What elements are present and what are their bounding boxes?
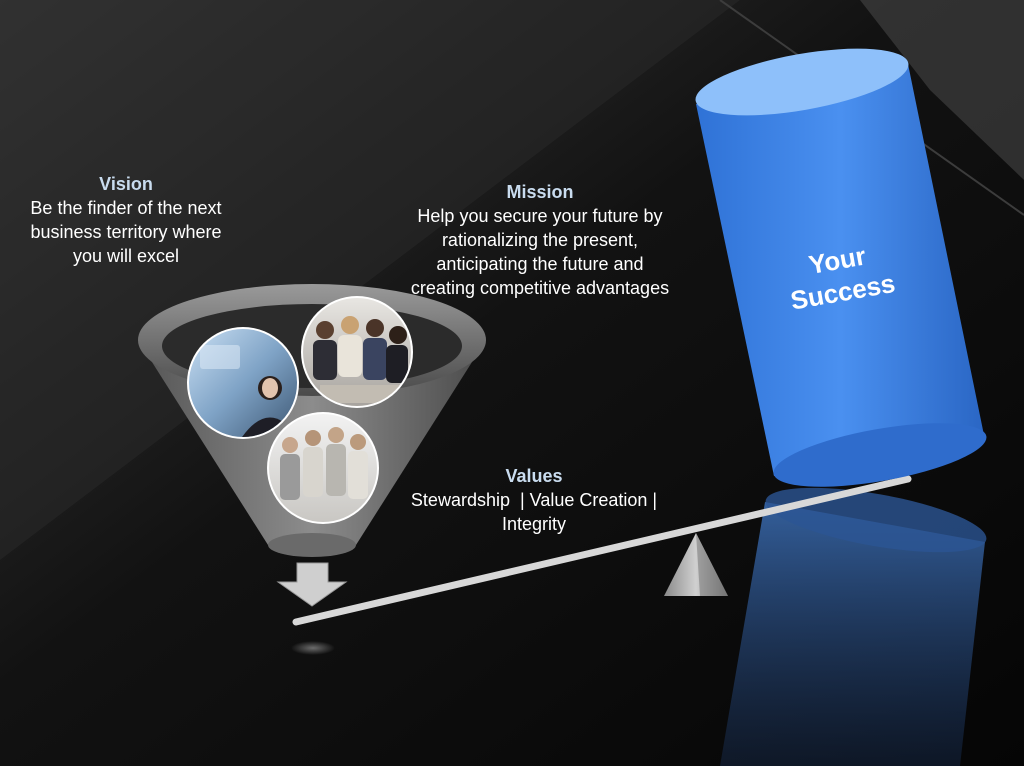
values-line-1: Stewardship | Value Creation | [410,490,658,510]
seesaw-lever [292,475,912,626]
meeting-photo [301,296,413,408]
mission-line-4: creating competitive advantages [410,278,670,298]
values-heading: Values [505,466,563,486]
mission-text-block: Mission Help you secure your future by r… [380,180,700,300]
values-line-2: Integrity [501,514,567,534]
background-corner-facet [860,0,1024,180]
vision-line-3: you will excel [72,246,180,266]
mission-heading: Mission [506,182,574,202]
cylinder-reflection [720,487,987,766]
down-arrow-icon [276,562,348,607]
success-cylinder [695,48,987,487]
mission-line-1: Help you secure your future by [417,206,663,226]
vision-line-1: Be the finder of the next [30,198,222,218]
mission-line-2: rationalizing the present, [441,230,639,250]
vision-text-block: Vision Be the finder of the next busines… [6,172,246,268]
team-photo [267,412,379,524]
background-diagonal-band [0,0,740,560]
fulcrum-icon [664,533,728,596]
vision-heading: Vision [99,174,153,194]
arrow-glow [291,641,335,655]
mission-line-3: anticipating the future and [436,254,644,274]
values-text-block: Values Stewardship | Value Creation | In… [384,464,684,536]
vision-line-2: business territory where [30,222,222,242]
